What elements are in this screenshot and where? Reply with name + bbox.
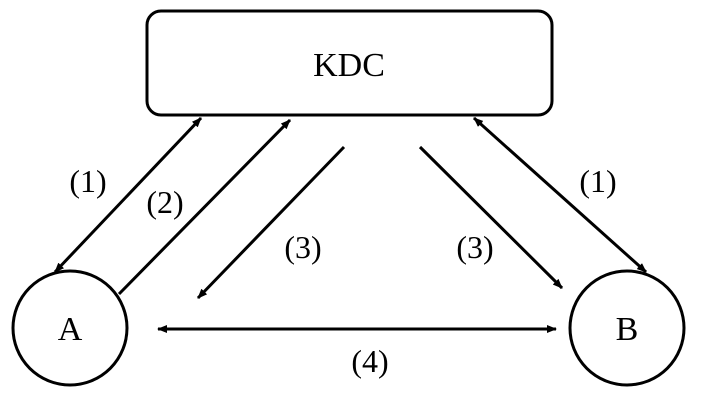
edge-a-kdc-1-arrow bbox=[53, 116, 203, 274]
edge-b-kdc-1-arrow bbox=[472, 116, 648, 274]
kdc-label: KDC bbox=[313, 47, 385, 84]
node-b-label: B bbox=[616, 311, 639, 348]
edge-b-kdc-1-label: (1) bbox=[579, 163, 616, 199]
edge-a-kdc-1-label: (1) bbox=[69, 163, 106, 199]
edge-kdc-b-3-label: (3) bbox=[456, 229, 493, 265]
node-b: B bbox=[568, 269, 686, 387]
edge-a-kdc-2-label: (2) bbox=[146, 184, 183, 220]
edge-a-b-4-label: (4) bbox=[351, 343, 388, 379]
edge-kdc-a-3-label: (3) bbox=[284, 229, 321, 265]
node-a: A bbox=[11, 269, 129, 387]
kdc-box bbox=[145, 9, 554, 117]
edge-kdc-a-3-arrow bbox=[196, 145, 346, 300]
node-a-label: A bbox=[58, 311, 83, 348]
kdc-node: KDC bbox=[145, 9, 554, 117]
edge-kdc-b-3-arrow bbox=[418, 145, 564, 290]
edge-a-kdc-2-arrow bbox=[117, 118, 292, 296]
